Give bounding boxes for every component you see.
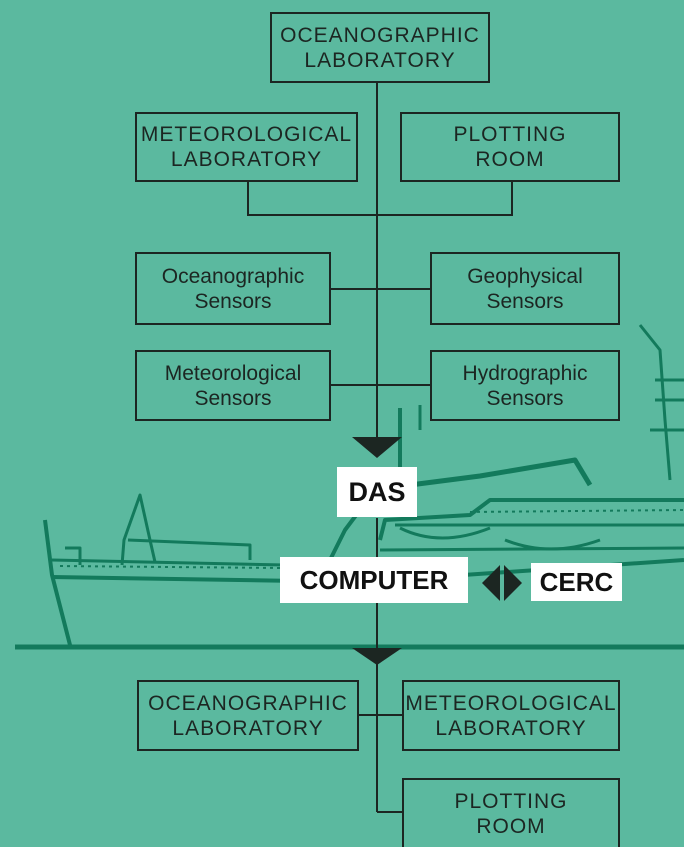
box-line: ROOM — [476, 814, 546, 838]
box-line: PLOTTING — [453, 123, 567, 146]
box-line: ROOM — [475, 148, 545, 171]
down-arrow-icon — [352, 437, 402, 458]
box-line: LABORATORY — [172, 716, 324, 740]
plotting-room-box-top: PLOTTING ROOM — [400, 112, 620, 182]
box-line: Geophysical — [467, 264, 583, 288]
box-line: PLOTTING — [454, 789, 568, 813]
box-line: Sensors — [194, 289, 272, 313]
box-line: Sensors — [486, 386, 564, 410]
oceanographic-laboratory-box-top: OCEANOGRAPHIC LABORATORY — [270, 12, 490, 83]
bidirectional-arrow-icon — [482, 565, 522, 601]
hydrographic-sensors-box: Hydrographic Sensors — [430, 350, 620, 421]
plotting-room-box-bottom: PLOTTING ROOM — [402, 778, 620, 847]
meteorological-laboratory-box-bottom: METEOROLOGICAL LABORATORY — [402, 680, 620, 751]
meteorological-laboratory-box-top: METEOROLOGICAL LABORATORY — [135, 112, 358, 182]
box-line: LABORATORY — [170, 148, 323, 171]
box-line: METEOROLOGICAL — [140, 123, 353, 146]
connector-lines — [247, 83, 513, 813]
box-line: OCEANOGRAPHIC — [280, 23, 480, 47]
box-line: Hydrographic — [462, 361, 588, 385]
box-line: METEOROLOGICAL — [405, 691, 617, 715]
computer-label: COMPUTER — [280, 557, 468, 603]
geophysical-sensors-box: Geophysical Sensors — [430, 252, 620, 325]
box-line: LABORATORY — [435, 716, 587, 740]
box-line: OCEANOGRAPHIC — [148, 691, 348, 715]
box-line: Oceanographic — [161, 264, 305, 288]
das-label: DAS — [337, 467, 417, 517]
box-line: Sensors — [486, 289, 564, 313]
down-arrow-icon — [352, 648, 402, 665]
box-line: Sensors — [194, 386, 272, 410]
box-line: Meteorological — [164, 361, 302, 385]
cerc-label: CERC — [531, 563, 622, 601]
box-line: LABORATORY — [304, 48, 456, 72]
oceanographic-sensors-box: Oceanographic Sensors — [135, 252, 331, 325]
meteorological-sensors-box: Meteorological Sensors — [135, 350, 331, 421]
oceanographic-laboratory-box-bottom: OCEANOGRAPHIC LABORATORY — [137, 680, 359, 751]
